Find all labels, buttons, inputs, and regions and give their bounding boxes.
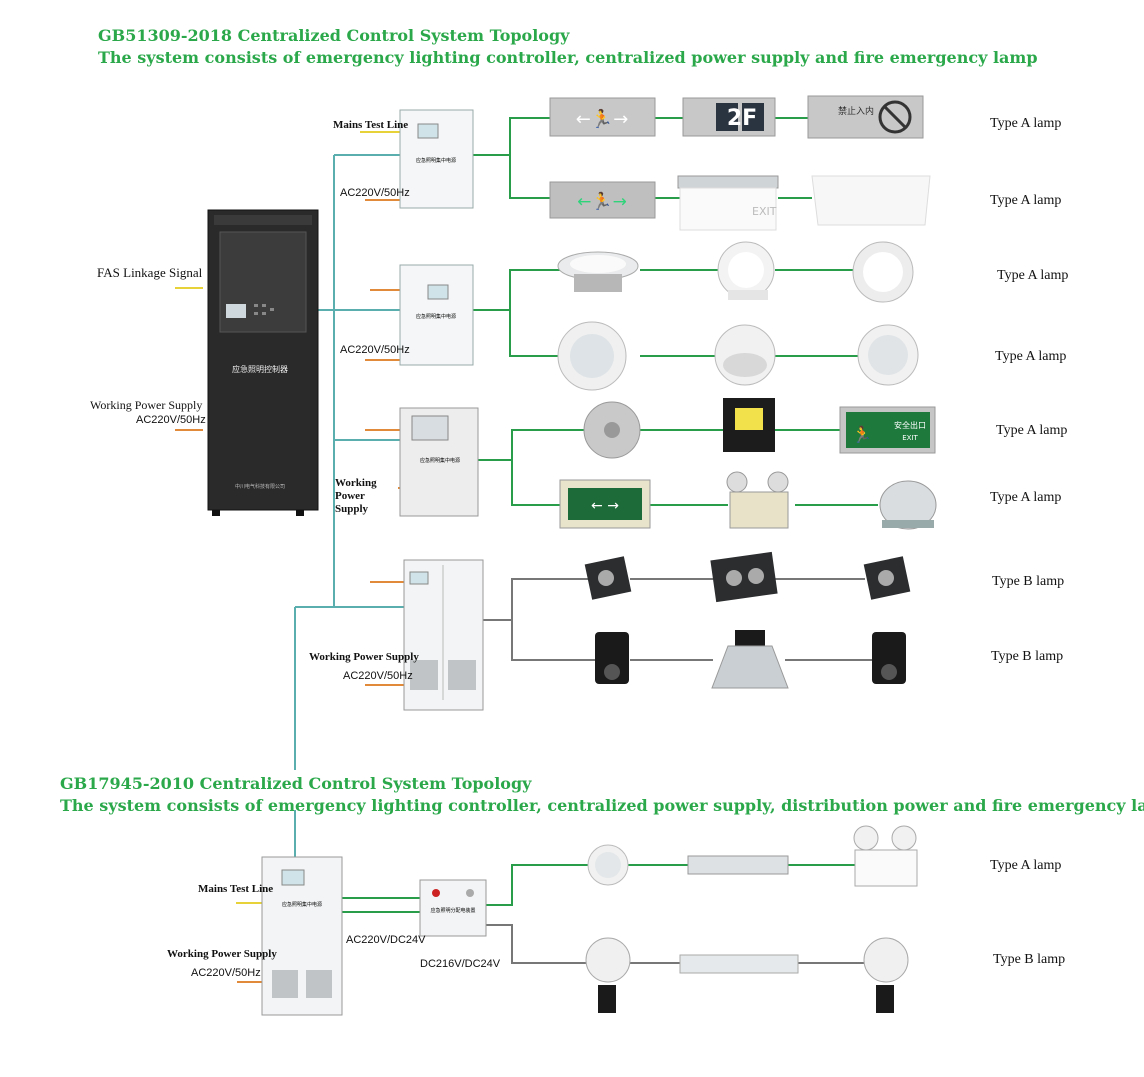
floor-text: 2F bbox=[727, 106, 757, 131]
no-entry-sign: 禁止入内 bbox=[807, 95, 924, 139]
exit-en-text: EXIT bbox=[902, 434, 918, 442]
lower-power-label: Working Power Supply bbox=[167, 948, 277, 960]
box1-mains-label: Mains Test Line bbox=[333, 119, 409, 131]
bottom-subtitle: The system consists of emergency lightin… bbox=[60, 796, 1144, 815]
controller-power-value: AC220V/50Hz bbox=[136, 414, 206, 426]
svg-text:←🏃→: ←🏃→ bbox=[576, 108, 629, 130]
unit-label: 应急照明集中电源 bbox=[416, 157, 456, 164]
bottom-title: GB17945-2010 Centralized Control System … bbox=[60, 774, 532, 793]
track-spot-1 bbox=[585, 937, 631, 1013]
high-bay-light bbox=[711, 630, 789, 689]
lamp-type-label: Type B lamp bbox=[992, 574, 1065, 589]
controller-power-label: Working Power Supply bbox=[90, 398, 203, 412]
ceiling-light-2 bbox=[852, 241, 914, 303]
lamp-type-label: Type A lamp bbox=[990, 858, 1062, 873]
teal-bus-lines bbox=[294, 154, 404, 857]
exit-sign-arrows-2: ←🏃→ bbox=[549, 181, 656, 219]
cylinder-light-2 bbox=[872, 632, 906, 684]
power-box-1: 应急照明集中电源 bbox=[399, 109, 474, 209]
lamp-type-label: Type A lamp bbox=[996, 423, 1068, 438]
yellow-signal-lines bbox=[175, 131, 400, 904]
downlight-2 bbox=[557, 321, 627, 391]
lamp-type-label: Type A lamp bbox=[997, 268, 1069, 283]
top-title: GB51309-2018 Centralized Control System … bbox=[98, 26, 570, 45]
downlight-1 bbox=[557, 251, 639, 292]
box3-power-label: Working Power Supply bbox=[335, 477, 377, 515]
gray-output-lines bbox=[483, 578, 872, 964]
lamp-type-label: Type B lamp bbox=[993, 952, 1066, 967]
cabinet-maker: 中川电气科技有限公司 bbox=[235, 483, 285, 490]
lamp-type-label: Type A lamp bbox=[990, 490, 1062, 505]
power-box-lower: 应急照明集中电源 bbox=[261, 856, 343, 1016]
fas-label: FAS Linkage Signal bbox=[97, 265, 203, 280]
cylinder-light-1 bbox=[595, 632, 629, 684]
exit-cn-text: 安全出口 bbox=[894, 420, 926, 430]
exit-sign-clear bbox=[811, 175, 931, 226]
track-spot-2 bbox=[863, 937, 909, 1013]
power-box-2: 应急照明集中电源 bbox=[399, 264, 474, 366]
flood-light-1 bbox=[584, 556, 632, 600]
twin-spot-lower bbox=[853, 825, 918, 887]
green-output-lines bbox=[342, 117, 878, 913]
lower-ac-dc-label: AC220V/DC24V bbox=[346, 934, 426, 946]
orange-input-lines bbox=[175, 199, 404, 983]
exit-sign-green: 安全出口 EXIT 🏃 bbox=[839, 406, 936, 454]
unit-label: 应急照明集中电源 bbox=[282, 901, 322, 908]
flood-light-black bbox=[723, 398, 775, 452]
exit-sign-hanging: EXIT bbox=[677, 175, 779, 231]
lamp-type-label: Type A lamp bbox=[990, 193, 1062, 208]
batten-light-lower bbox=[679, 954, 799, 974]
controller-cabinet: 应急照明控制器 中川电气科技有限公司 bbox=[207, 209, 319, 516]
box1-ac-label: AC220V/50Hz bbox=[340, 187, 410, 199]
top-subtitle: The system consists of emergency lightin… bbox=[98, 48, 1038, 67]
box4-ac-label: AC220V/50Hz bbox=[343, 670, 413, 682]
explosion-proof-dome bbox=[879, 480, 937, 530]
box2-ac-label: AC220V/50Hz bbox=[340, 344, 410, 356]
flood-light-2 bbox=[710, 551, 778, 603]
wall-light-1 bbox=[714, 324, 776, 386]
no-entry-text: 禁止入内 bbox=[838, 105, 874, 117]
svg-text:🏃: 🏃 bbox=[852, 425, 872, 444]
unit-label: 应急照明集中电源 bbox=[416, 313, 456, 320]
lamp-type-label: Type A lamp bbox=[990, 116, 1062, 131]
cabinet-label: 应急照明控制器 bbox=[232, 364, 288, 374]
downlight-lower bbox=[587, 844, 629, 886]
unit-label: 应急照明集中电源 bbox=[420, 457, 460, 464]
round-light-steel bbox=[583, 401, 641, 459]
lower-mains-label: Mains Test Line bbox=[198, 883, 274, 895]
power-box-3: 应急照明集中电源 bbox=[399, 407, 479, 517]
exit-sign-arrows-1: ←🏃→ bbox=[549, 97, 656, 137]
ceiling-light-1 bbox=[717, 241, 775, 300]
exit-en-text: EXIT bbox=[752, 205, 777, 218]
dist-label: 应急照明分配电装置 bbox=[430, 907, 475, 914]
twin-spot-explosion-proof bbox=[726, 471, 789, 529]
lamp-type-label: Type A lamp bbox=[995, 349, 1067, 364]
distribution-box: 应急照明分配电装置 bbox=[419, 879, 487, 937]
lower-power-value: AC220V/50Hz bbox=[191, 967, 261, 979]
flood-light-3 bbox=[863, 556, 911, 600]
tube-light-lower bbox=[687, 855, 789, 875]
explosion-proof-exit: ← → bbox=[559, 479, 651, 529]
floor-sign: 2F bbox=[682, 97, 776, 137]
wall-light-2 bbox=[857, 324, 919, 386]
svg-text:← →: ← → bbox=[591, 498, 619, 514]
svg-text:←🏃→: ←🏃→ bbox=[577, 191, 627, 212]
lamp-type-label: Type B lamp bbox=[991, 649, 1064, 664]
power-box-4 bbox=[403, 559, 484, 711]
lower-dc-label: DC216V/DC24V bbox=[420, 958, 501, 970]
box4-power-label: Working Power Supply bbox=[309, 651, 419, 663]
